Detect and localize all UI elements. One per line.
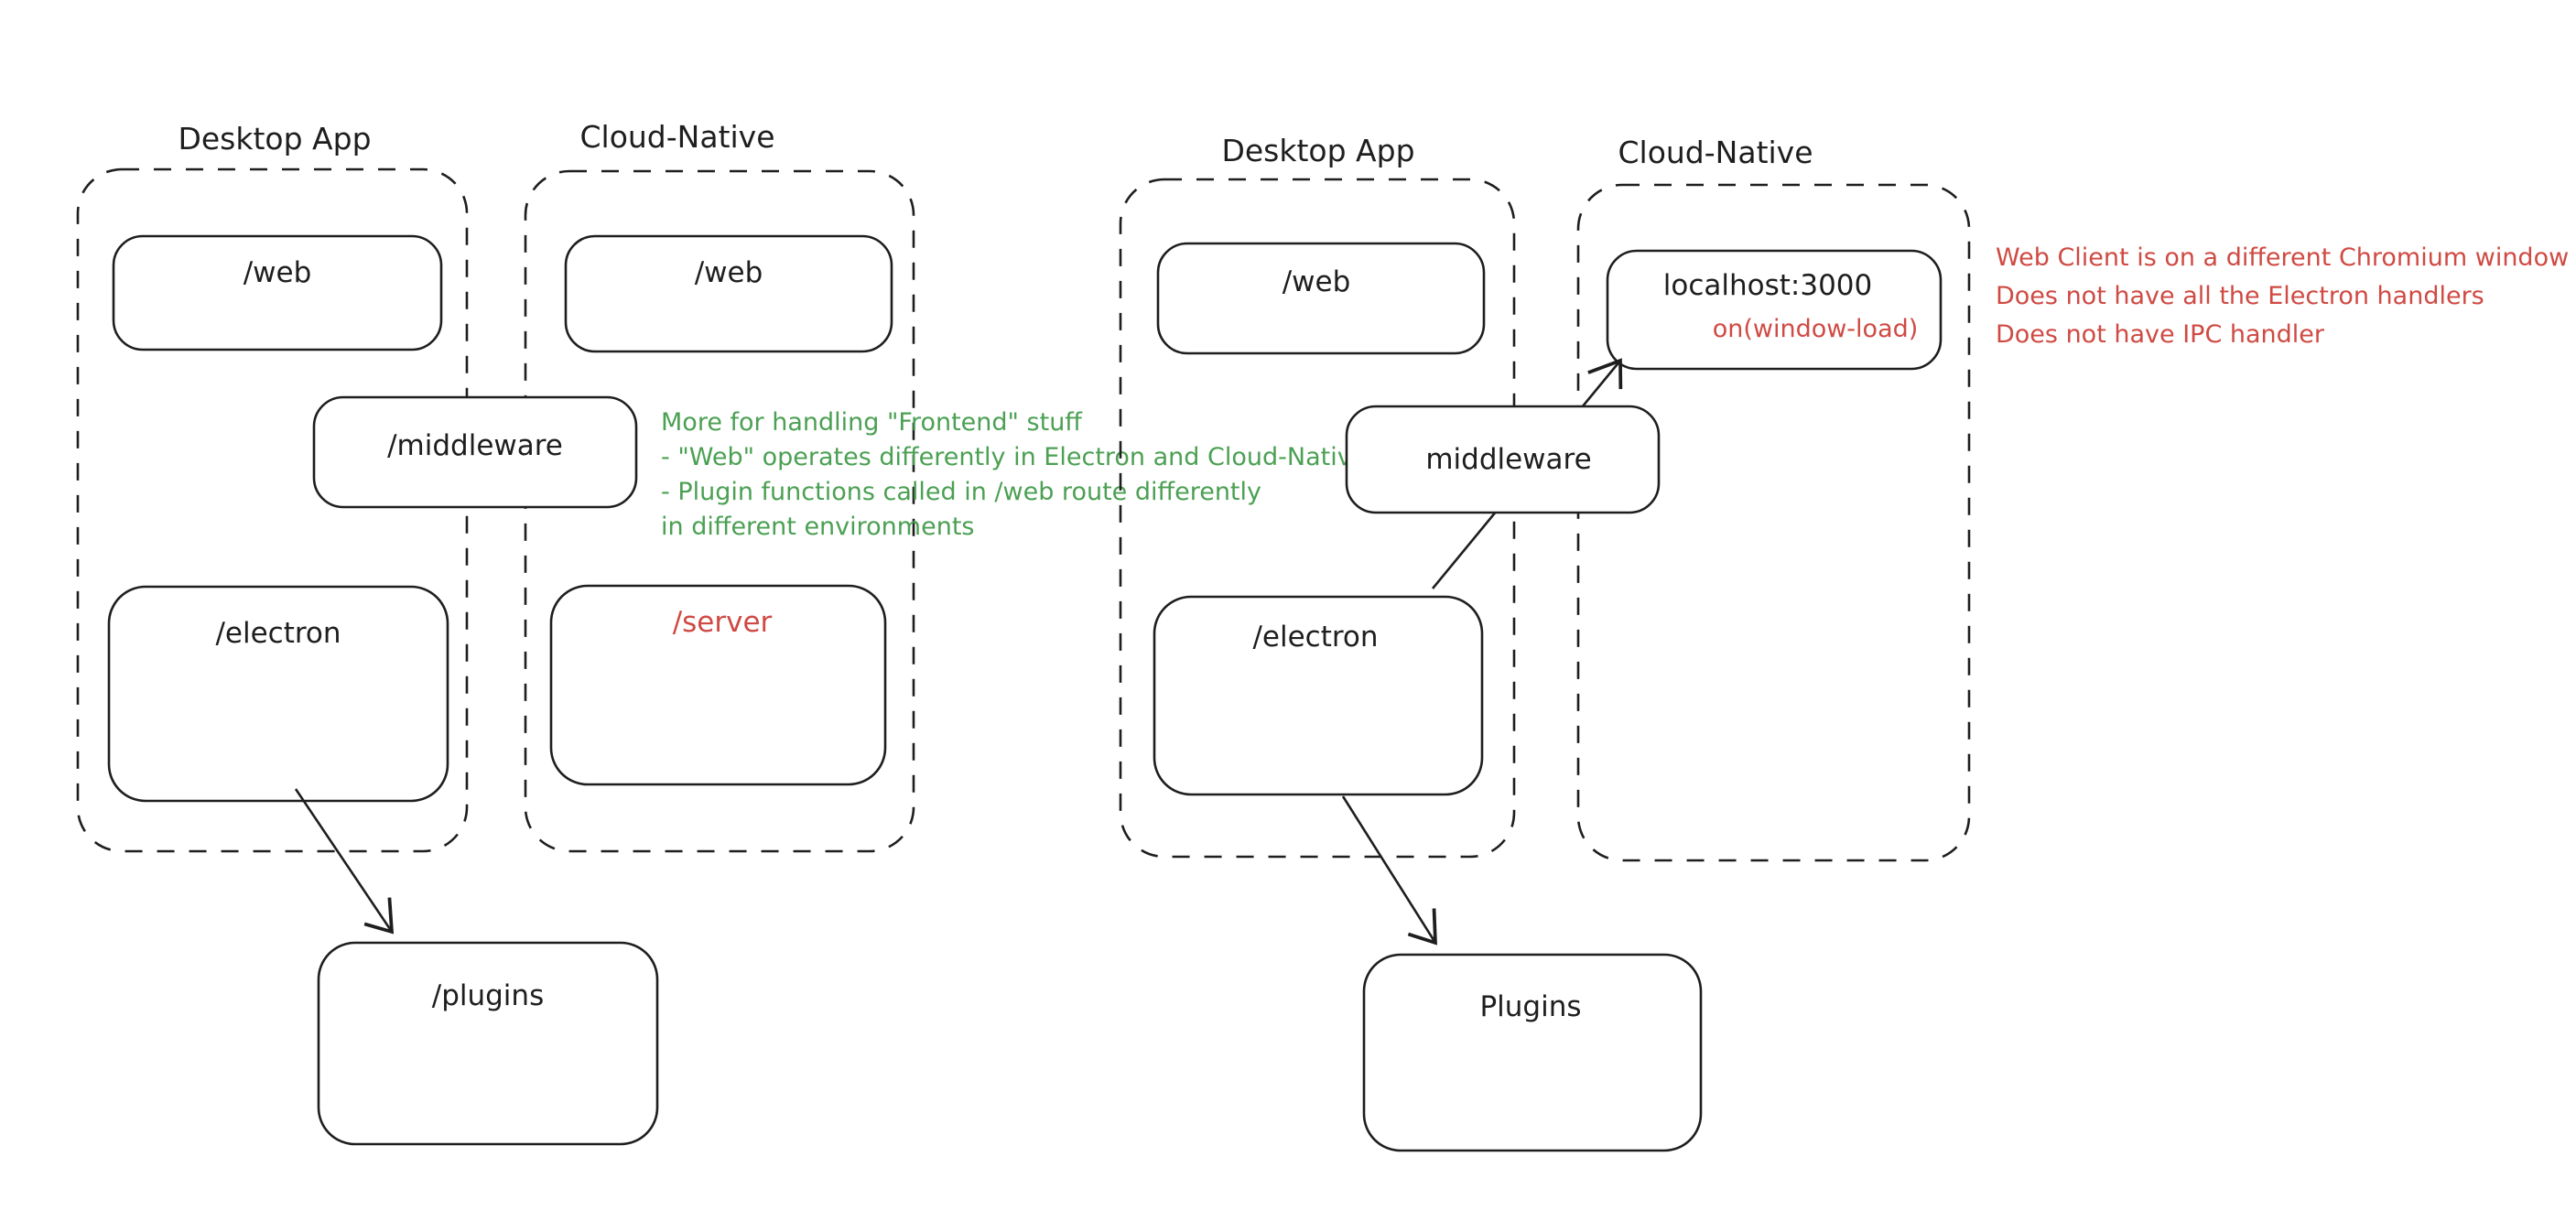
left-web-cloud-label: /web — [695, 256, 763, 289]
left-web-desktop-node: /web — [112, 234, 443, 351]
green-note-line-3: - Plugin functions called in /web route … — [661, 478, 1261, 506]
right-desktop-app-frame — [1119, 178, 1516, 859]
right-plugins-label: Plugins — [1479, 990, 1581, 1023]
left-plugins-node: /plugins — [317, 941, 659, 1146]
right-electron-to-plugins-arrow — [1341, 795, 1437, 946]
right-electron-node: /electron — [1153, 595, 1484, 796]
left-server-label: /server — [673, 606, 773, 639]
localhost-box — [1606, 249, 1943, 371]
left-middleware-label: /middleware — [387, 429, 563, 462]
right-middleware-label: middleware — [1425, 443, 1591, 476]
left-web-desktop-label: /web — [244, 256, 312, 289]
green-note-line-4: in different environments — [661, 513, 974, 541]
right-electron-label: /electron — [1252, 621, 1378, 654]
left-electron-to-plugins-arrow — [294, 788, 395, 935]
left-electron-label: /electron — [215, 617, 341, 650]
left-desktop-app-title: Desktop App — [178, 121, 371, 157]
left-web-desktop-box — [112, 234, 443, 351]
right-desktop-app-title: Desktop App — [1221, 133, 1414, 168]
left-cloud-native-title: Cloud-Native — [579, 119, 774, 155]
left-electron-node: /electron — [107, 585, 449, 803]
left-middleware-box — [312, 395, 638, 509]
right-plugins-box — [1362, 953, 1703, 1152]
left-server-box — [549, 584, 887, 786]
right-electron-box — [1153, 595, 1484, 796]
left-plugins-label: /plugins — [432, 979, 544, 1012]
right-plugins-node: Plugins — [1362, 953, 1703, 1152]
left-plugins-box — [317, 941, 659, 1146]
red-note-line-3: Does not have IPC handler — [1996, 320, 2325, 349]
left-server-node: /server — [549, 584, 887, 786]
red-note-line-1: Web Client is on a different Chromium wi… — [1996, 243, 2569, 272]
localhost-label: localhost:3000 — [1663, 269, 1873, 302]
left-web-cloud-node: /web — [564, 234, 893, 353]
left-electron-box — [107, 585, 449, 803]
right-web-box — [1156, 242, 1486, 355]
green-note-line-1: More for handling "Frontend" stuff — [661, 408, 1083, 437]
left-cloud-native-container: Cloud-Native — [524, 119, 915, 853]
right-cloud-native-title: Cloud-Native — [1618, 135, 1813, 170]
window-load-label: on(window-load) — [1713, 315, 1919, 343]
green-note-line-2: - "Web" operates differently in Electron… — [661, 443, 1367, 471]
localhost-node: localhost:3000 on(window-load) — [1606, 249, 1943, 371]
left-desktop-app-container: Desktop App — [76, 121, 469, 853]
red-note: Web Client is on a different Chromium wi… — [1996, 243, 2569, 349]
green-note: More for handling "Frontend" stuff - "We… — [661, 408, 1367, 541]
red-note-line-2: Does not have all the Electron handlers — [1996, 282, 2484, 310]
left-desktop-app-frame — [76, 168, 469, 853]
left-middleware-node: /middleware — [312, 395, 638, 509]
right-desktop-app-container: Desktop App — [1119, 133, 1516, 859]
right-web-label: /web — [1283, 265, 1351, 298]
right-cloud-native-container: Cloud-Native — [1576, 135, 1971, 862]
right-middleware-box — [1345, 405, 1661, 514]
left-web-cloud-box — [564, 234, 893, 353]
right-middleware-node: middleware — [1345, 405, 1661, 514]
right-web-node: /web — [1156, 242, 1486, 355]
